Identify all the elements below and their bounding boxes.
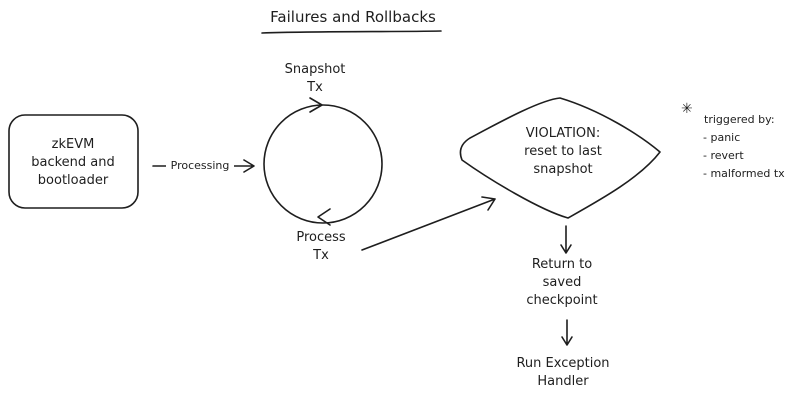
- processing-label: Processing: [171, 159, 230, 172]
- backend-label-line-2: backend and: [31, 155, 115, 170]
- process-label-line-1: Process: [296, 230, 346, 245]
- exception-label-line-2: Handler: [537, 374, 589, 389]
- return-label-line-3: checkpoint: [526, 293, 597, 308]
- snapshot-label-line-2: Tx: [306, 80, 323, 95]
- process-to-violation-arrow: [361, 196, 496, 251]
- return-label-line-1: Return to: [532, 257, 592, 272]
- backend-label-line-3: bootloader: [38, 173, 109, 188]
- violation-label-line-2: reset to last: [524, 144, 602, 159]
- violation-to-return-arrow: [560, 225, 572, 254]
- return-label-line-2: saved: [543, 275, 582, 290]
- return-to-exception-arrow: [561, 319, 573, 346]
- exception-label-line-1: Run Exception: [516, 356, 609, 371]
- title-underline: [261, 30, 442, 34]
- cycle-arrowhead-top: [309, 97, 323, 113]
- violation-label-line-1: VIOLATION:: [526, 126, 601, 141]
- note-item-revert: - revert: [703, 149, 744, 162]
- note-header: triggered by:: [704, 113, 775, 126]
- snapshot-label-line-1: Snapshot: [285, 62, 346, 77]
- process-label-line-2: Tx: [312, 248, 329, 263]
- cycle-arrowhead-bottom: [317, 208, 331, 226]
- backend-label-line-1: zkEVM: [52, 137, 95, 152]
- violation-diamond: [459, 97, 661, 219]
- note-item-malformed-tx: - malformed tx: [703, 167, 785, 180]
- note-item-panic: - panic: [703, 131, 740, 144]
- violation-label-line-3: snapshot: [533, 162, 592, 177]
- snapshot-process-cycle: [263, 104, 383, 224]
- backend-box: [8, 114, 139, 209]
- processing-label-bg: [166, 157, 234, 173]
- diagram-title: Failures and Rollbacks: [270, 8, 436, 26]
- note-star-icon: ✳: [681, 101, 693, 117]
